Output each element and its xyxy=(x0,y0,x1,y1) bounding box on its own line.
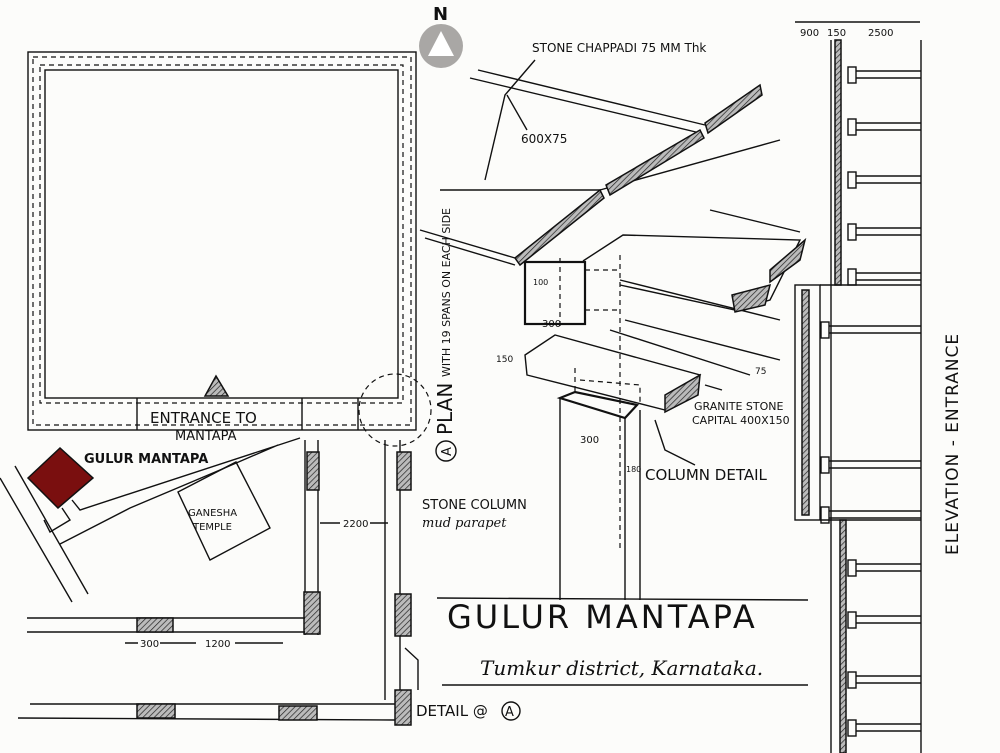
elevation-title: ELEVATION - ENTRANCE xyxy=(943,333,963,555)
drawing-title: GULUR MANTAPA xyxy=(447,598,758,636)
plan-title: PLAN xyxy=(433,383,457,435)
elevation-beam xyxy=(820,456,921,474)
elevation-beam xyxy=(847,268,921,286)
detail-a: 2200 300 1200 STONE COLUMN mud parapet D… xyxy=(17,440,527,726)
dim-2200: 2200 xyxy=(343,519,368,530)
plan-view: ENTRANCE TO MANTAPA A PLAN WITH 19 SPANS… xyxy=(27,51,457,462)
elevation-beam xyxy=(847,671,921,689)
temple-label-2: TEMPLE xyxy=(192,522,232,533)
mud-parapet-label: mud parapet xyxy=(422,516,507,531)
detail-callout-circle xyxy=(358,373,432,447)
elevation-beam xyxy=(820,321,921,339)
capital-label-1: GRANITE STONE xyxy=(694,400,783,413)
drawing-subtitle: Tumkur district, Karnataka. xyxy=(480,656,763,680)
dim-900: 900 xyxy=(800,28,819,39)
capital-label-2: CAPITAL 400X150 xyxy=(692,414,790,427)
dim-75: 75 xyxy=(755,367,766,377)
dim-1200: 1200 xyxy=(205,639,230,650)
detail-title: DETAIL @ xyxy=(416,702,488,720)
elevation-beam xyxy=(847,559,921,577)
stone-column-label: STONE COLUMN xyxy=(422,498,527,513)
column-detail-title: COLUMN DETAIL xyxy=(645,466,768,484)
column-detail: STONE CHAPPADI 75 MM Thk 600X75 100 300 … xyxy=(419,41,807,600)
dim-300-col: 300 xyxy=(580,435,599,446)
elevation-beam xyxy=(847,223,921,241)
entrance-label-2: MANTAPA xyxy=(175,429,237,444)
entrance-arrow-icon xyxy=(203,374,230,397)
plan-note: WITH 19 SPANS ON EACH SIDE xyxy=(440,208,453,377)
dim-150-elev: 150 xyxy=(827,28,846,39)
elevation-beam xyxy=(847,719,921,737)
elevation-view: 900 150 2500 ELEVATION - ENTRANCE xyxy=(794,21,963,753)
dim-180: 180 xyxy=(626,465,641,474)
elevation-beam xyxy=(847,171,921,189)
dim-300: 300 xyxy=(140,639,159,650)
elevation-beam xyxy=(847,611,921,629)
dim-150: 150 xyxy=(496,355,513,365)
entrance-label: ENTRANCE TO xyxy=(150,409,257,427)
north-label: N xyxy=(433,4,448,25)
dim-300-top: 300 xyxy=(542,319,561,330)
elevation-beam xyxy=(847,66,921,84)
elevation-beam xyxy=(820,506,921,524)
title-block: GULUR MANTAPA Tumkur district, Karnataka… xyxy=(436,597,809,686)
plan-marker: A xyxy=(440,447,455,456)
dim-2500: 2500 xyxy=(868,28,893,39)
north-arrow-icon: N xyxy=(419,4,463,68)
temple-label-1: GANESHA xyxy=(188,508,237,519)
chappadi-label: STONE CHAPPADI 75 MM Thk xyxy=(532,41,706,55)
dim-100: 100 xyxy=(533,278,548,287)
gulur-mantapa-block xyxy=(26,446,95,510)
site-mantapa-label: GULUR MANTAPA xyxy=(84,452,208,467)
site-plan: GULUR MANTAPA GANESHA TEMPLE xyxy=(0,437,301,603)
slab-size-label: 600X75 xyxy=(521,132,567,146)
elevation-beam xyxy=(847,118,921,136)
detail-marker: A xyxy=(505,705,514,720)
